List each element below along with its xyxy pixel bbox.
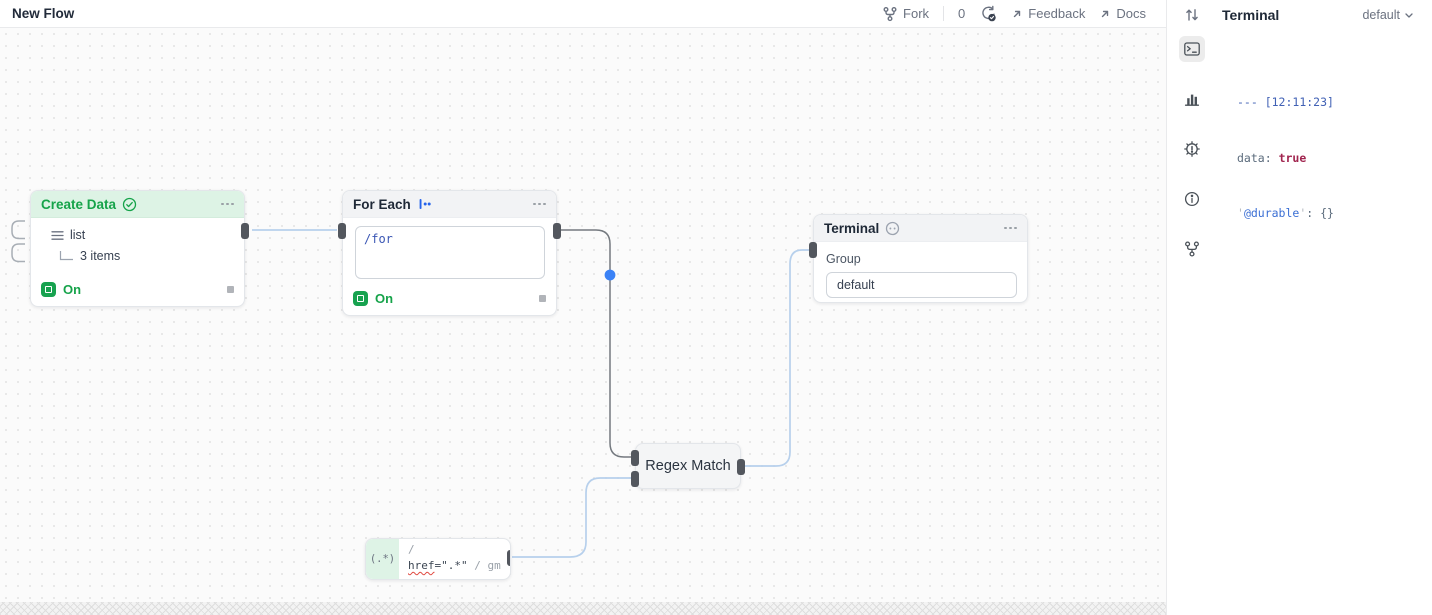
external-link-icon: [1014, 10, 1021, 17]
node-menu-button[interactable]: [221, 202, 234, 206]
node-menu-button[interactable]: [533, 202, 546, 206]
fork-label: Fork: [903, 6, 930, 21]
node-header[interactable]: Terminal: [814, 215, 1027, 242]
panel-header: Terminal default: [1167, 0, 1432, 30]
resize-handle[interactable]: [227, 286, 234, 293]
docs-link[interactable]: Docs: [1099, 6, 1146, 21]
log-value: true: [1278, 150, 1307, 165]
terminal-tool-button[interactable]: [1179, 36, 1205, 62]
regex-rest: =".*": [434, 559, 468, 572]
regex-open-slash: /: [408, 543, 415, 556]
check-circle-icon: [122, 197, 137, 211]
terminal-icon: [1184, 42, 1200, 56]
input-port-bottom[interactable]: [631, 471, 639, 487]
node-title: Regex Match: [645, 458, 731, 474]
input-port[interactable]: [809, 242, 817, 258]
settings-tool-button[interactable]: [1179, 136, 1205, 162]
iterate-icon: [419, 199, 431, 209]
log-timestamp: [12:11:23]: [1264, 95, 1334, 109]
external-link-icon: [1102, 10, 1109, 17]
canvas-boundary-hatch: [0, 602, 1166, 615]
docs-label: Docs: [1116, 6, 1146, 21]
node-regex-match[interactable]: Regex Match: [631, 443, 745, 489]
group-label: Group: [826, 252, 861, 266]
node-title: Terminal: [824, 220, 880, 236]
log-quote: ': [1237, 206, 1244, 220]
input-port[interactable]: [338, 223, 346, 239]
top-bar: New Flow Fork 0 Feedback: [0, 0, 1166, 28]
output-port[interactable]: [553, 223, 561, 239]
list-icon: [51, 230, 64, 240]
node-for-each[interactable]: For Each /for On: [338, 190, 561, 316]
toggle-label: On: [375, 291, 394, 306]
terminal-log: --- [12:11:23] data: true '@durable': {}: [1237, 56, 1334, 260]
output-port[interactable]: [737, 459, 745, 475]
feedback-link[interactable]: Feedback: [1011, 6, 1085, 21]
log-quote: ': [1299, 206, 1307, 220]
sort-arrows-icon[interactable]: [1184, 7, 1200, 23]
panel-title: Terminal: [1222, 7, 1280, 23]
node-header[interactable]: Create Data: [31, 191, 244, 218]
node-terminal[interactable]: Terminal Group: [809, 214, 1028, 303]
node-create-data[interactable]: Create Data list 3 items On: [30, 190, 249, 307]
input-port-top[interactable]: [631, 450, 639, 466]
toggle-label: On: [63, 282, 82, 297]
panel-icon-strip: [1167, 36, 1217, 262]
log-dashes: ---: [1237, 95, 1265, 109]
selected-group: default: [1362, 8, 1400, 22]
capture-group-badge: (.*): [366, 539, 399, 579]
regex-pattern[interactable]: / href=".*" / gm: [399, 539, 510, 579]
versions-tool-button[interactable]: [1179, 236, 1205, 262]
resize-handle[interactable]: [539, 295, 546, 302]
flow-title: New Flow: [12, 6, 75, 21]
node-title: For Each: [353, 196, 411, 212]
enabled-toggle[interactable]: [353, 291, 368, 306]
log-line: --- [12:11:23]: [1237, 93, 1334, 112]
log-key: @durable: [1243, 206, 1300, 220]
terminal-panel: Terminal default: [1166, 0, 1432, 615]
info-tool-button[interactable]: [1179, 186, 1205, 212]
tree-branch-icon: [59, 251, 73, 261]
pending-circle-icon: [886, 221, 900, 235]
git-fork-icon: [883, 6, 897, 21]
group-selector[interactable]: default: [1362, 8, 1414, 22]
data-field-count: 3 items: [59, 249, 120, 263]
enabled-toggle[interactable]: [41, 282, 56, 297]
field-name: list: [70, 228, 86, 242]
log-line: '@durable': {}: [1237, 204, 1334, 223]
output-port[interactable]: [507, 550, 510, 566]
refresh-status-icon: [982, 5, 996, 22]
node-title: Create Data: [41, 196, 117, 212]
regex-word: href: [408, 559, 435, 572]
log-value: {}: [1320, 206, 1334, 220]
info-icon: [1184, 191, 1200, 207]
chevron-down-icon: [1405, 12, 1413, 18]
node-menu-button[interactable]: [1004, 226, 1017, 230]
field-detail: 3 items: [80, 249, 121, 263]
feedback-label: Feedback: [1028, 6, 1086, 21]
flow-canvas[interactable]: [0, 28, 1166, 615]
log-sep: :: [1306, 206, 1321, 220]
divider: [943, 6, 945, 21]
output-port[interactable]: [241, 223, 249, 239]
metrics-tool-button[interactable]: [1179, 86, 1205, 112]
fork-button[interactable]: Fork: [882, 6, 929, 22]
run-count: 0: [958, 6, 966, 21]
group-input[interactable]: [826, 272, 1017, 298]
bar-chart-icon: [1184, 94, 1200, 106]
gear-alert-icon: [1184, 141, 1200, 157]
rerun-button[interactable]: [979, 5, 997, 22]
expression-input[interactable]: /for: [355, 226, 545, 279]
log-sep: :: [1264, 150, 1279, 165]
regex-flags: gm: [487, 559, 501, 572]
data-field-list[interactable]: list: [51, 228, 85, 242]
log-line: data: true: [1237, 149, 1334, 168]
log-key: data: [1237, 150, 1265, 165]
regex-close-slash: /: [474, 559, 481, 572]
git-fork-icon: [1185, 241, 1199, 257]
node-header[interactable]: For Each: [343, 191, 556, 218]
node-regex-literal[interactable]: (.*) / href=".*" / gm: [365, 538, 511, 580]
